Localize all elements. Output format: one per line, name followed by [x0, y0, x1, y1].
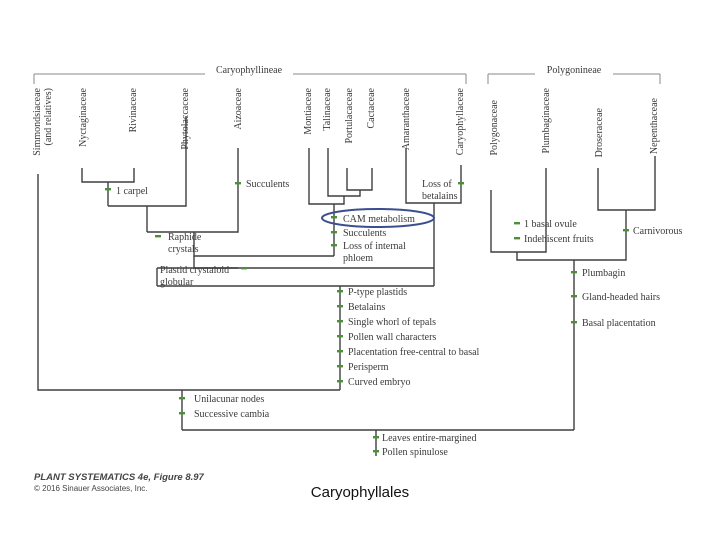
taxon-aizoaceae: Aizoaceae [233, 87, 244, 129]
marker-succulents-port [331, 231, 337, 234]
marker-leaves [373, 436, 379, 439]
char-plumbagin: Plumbagin [582, 268, 625, 279]
char-raphide-l1: Raphide [168, 232, 202, 243]
taxon-droseraceae: Droseraceae [594, 107, 605, 157]
clade-caryophyllineae-label: Caryophyllineae [216, 65, 283, 76]
taxon-polygonaceae: Polygonaceae [489, 99, 500, 155]
clade-polygonineae-label: Polygonineae [547, 65, 602, 76]
taxon-cactaceae: Cactaceae [366, 87, 377, 128]
marker-cambia [179, 412, 185, 415]
marker-core-6 [337, 380, 343, 383]
taxon-nyctaginaceae: Nyctaginaceae [78, 87, 89, 146]
cam-highlight-ellipse [321, 208, 435, 228]
clade-polygonineae: Polygonineae [487, 63, 661, 84]
taxon-simmondsiaceae-line1: Simmondsiaceae [32, 87, 43, 155]
marker-basal-placentation [571, 321, 577, 324]
marker-plastid [241, 267, 247, 270]
marker-raphide [155, 235, 161, 238]
char-basal-placentation: Basal placentation [582, 318, 656, 329]
marker-unilacunar [179, 397, 185, 400]
char-raphide-l2: crystals [168, 244, 199, 255]
taxon-nepenthaceae: Nepenthaceae [649, 97, 660, 154]
marker-core-0 [337, 290, 343, 293]
marker-cam [331, 216, 337, 219]
marker-basal-ovule [514, 222, 520, 225]
credit-line1: PLANT SYSTEMATICS 4e, Figure 8.97 [34, 472, 204, 483]
char-unilacunar: Unilacunar nodes [194, 394, 264, 405]
marker-pollen-spinulose [373, 450, 379, 453]
figure-credit: PLANT SYSTEMATICS 4e, Figure 8.97 © 2016… [34, 472, 204, 493]
marker-core-3 [337, 335, 343, 338]
marker-core-2 [337, 320, 343, 323]
char-core-6: Curved embryo [348, 377, 411, 388]
char-indehiscent: Indehiscent fruits [524, 234, 594, 245]
marker-succulents-aizo [235, 182, 241, 185]
marker-loss-phloem [331, 244, 337, 247]
char-succulents-port: Succulents [343, 228, 386, 239]
char-carpel: 1 carpel [116, 186, 148, 197]
char-core-3: Pollen wall characters [348, 332, 436, 343]
marker-gland-hairs [571, 295, 577, 298]
char-loss-phloem-l1: Loss of internal [343, 241, 406, 252]
char-core-2: Single whorl of tepals [348, 317, 436, 328]
char-loss-phloem-l2: phloem [343, 253, 373, 264]
marker-core-5 [337, 365, 343, 368]
char-gland-hairs: Gland-headed hairs [582, 292, 660, 303]
marker-carpel [105, 188, 111, 191]
char-plastid-l2: globular [160, 277, 194, 288]
char-pollen-spinulose: Pollen spinulose [382, 447, 448, 458]
credit-line2: © 2016 Sinauer Associates, Inc. [34, 484, 148, 493]
character-markers: 1 carpel Succulents Loss of betalains Ra… [105, 179, 683, 458]
marker-core-4 [337, 350, 343, 353]
taxon-plumbaginaceae: Plumbaginaceae [541, 87, 552, 153]
char-core-0: P-type plastids [348, 287, 407, 298]
char-succulents-aizo: Succulents [246, 179, 289, 190]
taxon-montiaceae: Montiaceae [303, 87, 314, 134]
char-core-1: Betalains [348, 302, 385, 313]
taxon-labels: Simmondsiaceae (and relatives) Nyctagina… [32, 87, 660, 157]
marker-plumbagin [571, 271, 577, 274]
char-loss-betalains-l1: Loss of [422, 179, 452, 190]
tree-branches [37, 116, 656, 456]
char-plastid-l1: Plastid crystaloid [160, 265, 229, 276]
char-core-4: Placentation free-central to basal [348, 347, 480, 358]
taxon-rivinaceae: Rivinaceae [128, 87, 139, 132]
taxon-amaranthaceae: Amaranthaceae [401, 87, 412, 150]
clade-caryophyllineae: Caryophyllineae [33, 63, 467, 84]
marker-loss-betalains [458, 182, 464, 185]
taxon-caryophyllaceae: Caryophyllaceae [455, 87, 466, 155]
char-carnivorous: Carnivorous [633, 226, 683, 237]
char-basal-ovule: 1 basal ovule [524, 219, 577, 230]
marker-indehiscent [514, 237, 520, 240]
char-cam: CAM metabolism [343, 214, 415, 225]
marker-core-1 [337, 305, 343, 308]
char-cambia: Successive cambia [194, 409, 270, 420]
char-leaves: Leaves entire-margined [382, 433, 477, 444]
taxon-talinaceae: Talinaceae [322, 87, 333, 130]
marker-carnivorous [623, 229, 629, 232]
char-loss-betalains-l2: betalains [422, 191, 458, 202]
slide-caption: Caryophyllales [310, 484, 410, 501]
char-core-5: Perisperm [348, 362, 389, 373]
taxon-portulacaceae: Portulacaceae [344, 87, 355, 143]
taxon-simmondsiaceae-line2: (and relatives) [43, 88, 54, 145]
